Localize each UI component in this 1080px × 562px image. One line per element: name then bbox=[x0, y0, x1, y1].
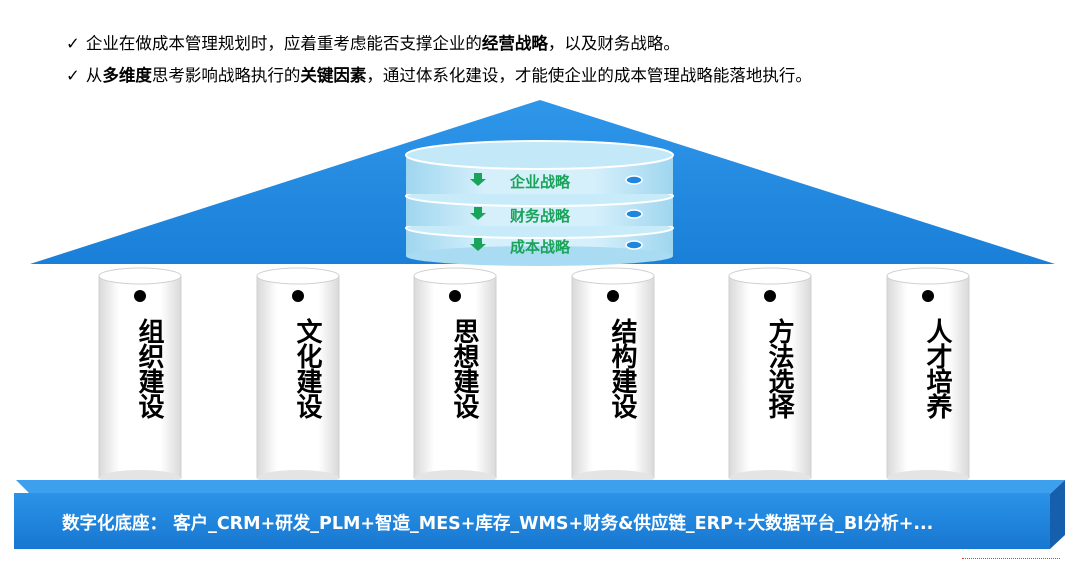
digital-base-label: 数字化底座： 客户_CRM+研发_PLM+智造_MES+库存_WMS+财务&供应… bbox=[62, 514, 934, 534]
bullet-line-1: ✓企业在做成本管理规划时，应着重考虑能否支撑企业的经营战略，以及财务战略。 bbox=[66, 34, 680, 53]
pillar-label-structure: 结构建设 bbox=[607, 318, 637, 418]
pillar-column bbox=[256, 267, 340, 486]
layer-dot-icon bbox=[625, 175, 643, 185]
strategy-cylinder bbox=[405, 140, 674, 266]
down-arrow-icon bbox=[470, 238, 486, 251]
pillar-column bbox=[728, 267, 812, 486]
pillar-label-culture: 文化建设 bbox=[292, 318, 322, 418]
pillar-column bbox=[571, 267, 655, 486]
pillar-bullet-icon bbox=[292, 290, 304, 302]
pillar-bullet-icon bbox=[449, 290, 461, 302]
pillar-bullet-icon bbox=[764, 290, 776, 302]
layer-dot-icon bbox=[625, 240, 643, 250]
pillar-label-method: 方法选择 bbox=[764, 318, 794, 418]
pillar-bullet-icon bbox=[134, 290, 146, 302]
pillar-label-mindset: 思想建设 bbox=[449, 318, 479, 418]
strategy-layer-financial: 财务战略 bbox=[510, 207, 571, 225]
decorative-dotted-line bbox=[962, 558, 1060, 559]
strategy-layer-cost: 成本战略 bbox=[510, 238, 571, 256]
digital-base bbox=[14, 480, 1065, 549]
checkmark-icon: ✓ bbox=[66, 34, 80, 53]
pillar-label-organization: 组织建设 bbox=[134, 318, 164, 418]
checkmark-icon: ✓ bbox=[66, 66, 80, 85]
layer-dot-icon bbox=[625, 209, 643, 219]
pillar-bullet-icon bbox=[607, 290, 619, 302]
strategy-layer-corporate: 企业战略 bbox=[510, 173, 571, 191]
intro-bullets: ✓企业在做成本管理规划时，应着重考虑能否支撑企业的经营战略，以及财务战略。 ✓从… bbox=[66, 34, 812, 98]
down-arrow-icon bbox=[470, 207, 486, 220]
pillars bbox=[98, 267, 970, 486]
pillar-bullet-icon bbox=[922, 290, 934, 302]
down-arrow-icon bbox=[470, 173, 486, 186]
pillar-column bbox=[413, 267, 497, 486]
pillar-label-talent: 人才培养 bbox=[922, 318, 952, 418]
bullet-line-2: ✓从多维度思考影响战略执行的关键因素，通过体系化建设，才能使企业的成本管理战略能… bbox=[66, 66, 812, 85]
